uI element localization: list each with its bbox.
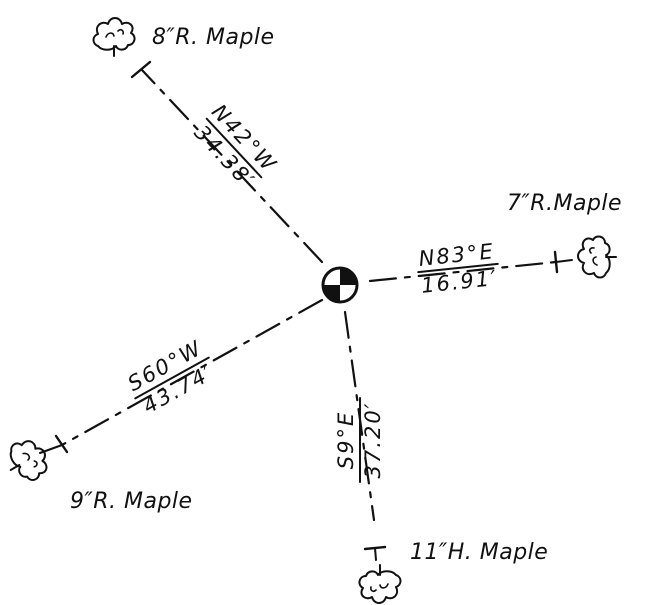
survey-benchmark-icon bbox=[321, 266, 359, 304]
tree-icon bbox=[92, 17, 136, 57]
tree-label-nw: 8″R. Maple bbox=[152, 25, 275, 50]
bearing-group-s: S9°E 37.20′ bbox=[334, 397, 385, 483]
tree-icon bbox=[577, 235, 617, 279]
line-s-tick bbox=[363, 545, 387, 561]
tree-label-s: 11″H. Maple bbox=[410, 540, 548, 565]
tree-icon bbox=[358, 564, 402, 604]
line-e bbox=[368, 250, 573, 283]
tree-label-sw: 9″R. Maple bbox=[70, 489, 193, 514]
tree-label-e: 7″R.Maple bbox=[507, 191, 622, 216]
distance-s: 37.20′ bbox=[361, 402, 385, 479]
bearing-group-e: N83°E 16.91′ bbox=[417, 239, 499, 298]
tree-icon bbox=[0, 432, 55, 489]
bearing-s: S9°E bbox=[334, 411, 358, 469]
line-nw bbox=[130, 60, 324, 264]
bearing-group-nw: N42°W 34.38′ bbox=[189, 100, 281, 194]
bearing-group-sw: S60°W 43.74′ bbox=[124, 336, 218, 419]
